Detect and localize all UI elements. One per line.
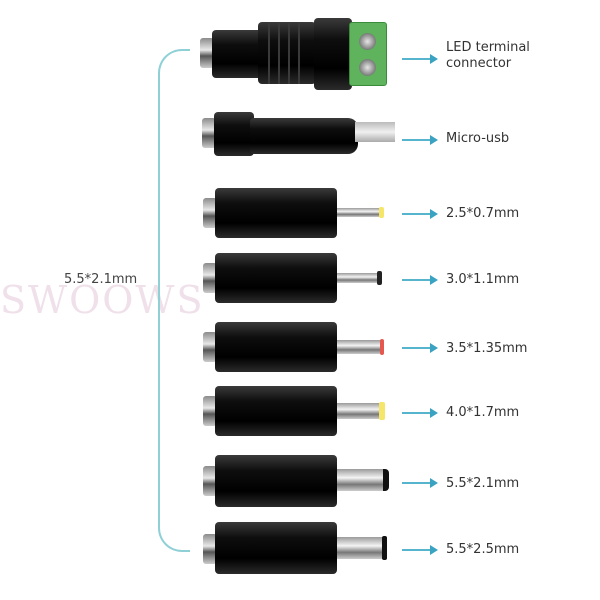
ridge: [298, 22, 300, 84]
connector-label: 5.5*2.1mm: [446, 476, 520, 491]
arrow-right-icon: [402, 408, 438, 418]
pin: [337, 469, 385, 491]
pin-tip: [379, 402, 385, 420]
ridge: [278, 22, 280, 84]
pin: [337, 537, 383, 559]
connector-body: [215, 386, 337, 436]
dc-socket: [200, 38, 214, 68]
dc-socket: [203, 198, 217, 228]
connector-label: 3.5*1.35mm: [446, 341, 528, 356]
connector-body: [215, 253, 337, 303]
connector-body: [212, 30, 262, 78]
arrow-right-icon: [402, 135, 438, 145]
screw-icon: [359, 33, 376, 50]
pin-tip: [382, 536, 387, 560]
bracket-label: 5.5*2.1mm: [64, 272, 138, 287]
pin-tip: [377, 271, 382, 285]
connector-body: [215, 455, 337, 507]
usb-housing: [250, 118, 358, 154]
pin: [337, 403, 381, 419]
terminal-housing: [314, 18, 352, 90]
pin: [337, 273, 379, 283]
connector-label: 2.5*0.7mm: [446, 206, 520, 221]
label-line2: connector: [446, 56, 512, 71]
connector-label: 4.0*1.7mm: [446, 405, 520, 420]
connector-body: [215, 188, 337, 238]
dc-socket: [203, 534, 217, 564]
arrow-right-icon: [402, 275, 438, 285]
micro-usb-plug: [355, 122, 395, 142]
terminal-block: [349, 22, 387, 86]
arrow-right-icon: [402, 478, 438, 488]
connector-body: [215, 322, 337, 372]
connector-label: 5.5*2.5mm: [446, 542, 520, 557]
connector-body: [214, 112, 254, 156]
arrow-right-icon: [402, 209, 438, 219]
dc-socket: [203, 396, 217, 426]
pin: [337, 340, 381, 354]
pin-tip: [379, 207, 384, 218]
screw-icon: [359, 59, 376, 76]
arrow-right-icon: [402, 545, 438, 555]
arrow-right-icon: [402, 343, 438, 353]
watermark: SWOOWS: [0, 278, 205, 322]
dc-socket: [202, 118, 216, 148]
connector-label: Micro-usb: [446, 131, 510, 146]
dc-socket: [203, 332, 217, 362]
connector-body: [215, 522, 337, 574]
pin-tip: [383, 469, 389, 491]
ribbed-body: [258, 22, 316, 84]
pin-tip: [380, 339, 384, 355]
dc-socket: [203, 466, 217, 496]
ridge: [268, 22, 270, 84]
connector-label: LED terminal connector: [446, 40, 530, 72]
dc-socket: [203, 263, 217, 293]
label-line1: LED terminal: [446, 40, 530, 55]
pin: [337, 208, 381, 217]
group-bracket: [158, 49, 190, 552]
arrow-right-icon: [402, 54, 438, 64]
connector-label: 3.0*1.1mm: [446, 272, 520, 287]
ridge: [288, 22, 290, 84]
